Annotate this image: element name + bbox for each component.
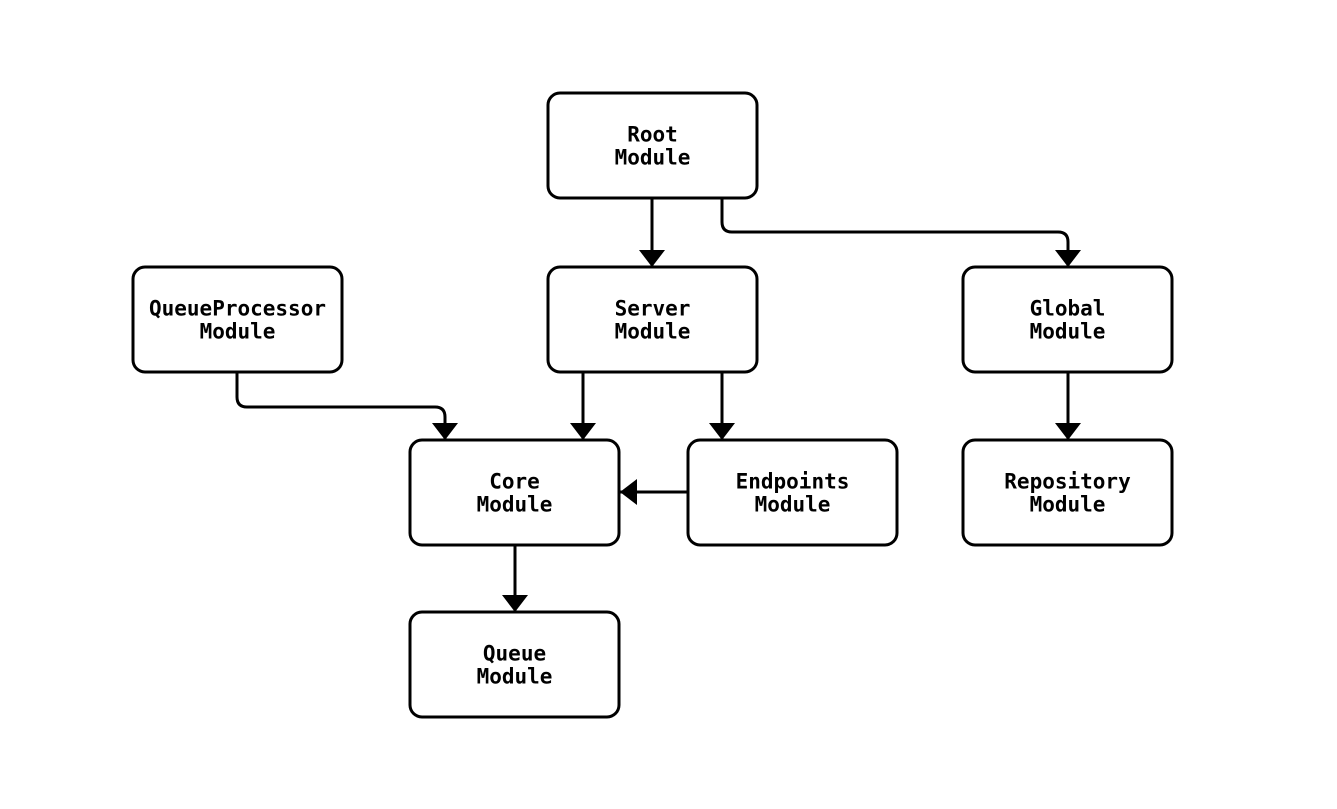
node-global-box [961, 265, 1174, 374]
node-queueprocessor-box [131, 265, 344, 374]
node-endpoints-box [686, 438, 899, 547]
edge-root-to-global [720, 198, 1081, 267]
node-core-box [408, 438, 621, 547]
node-repository-box [961, 438, 1174, 547]
node-server-box [546, 265, 759, 374]
edge-queueprocessor-to-core [235, 372, 458, 440]
edges-layer [235, 198, 1081, 612]
node-queue-box [408, 610, 621, 719]
node-root-box [546, 91, 759, 200]
